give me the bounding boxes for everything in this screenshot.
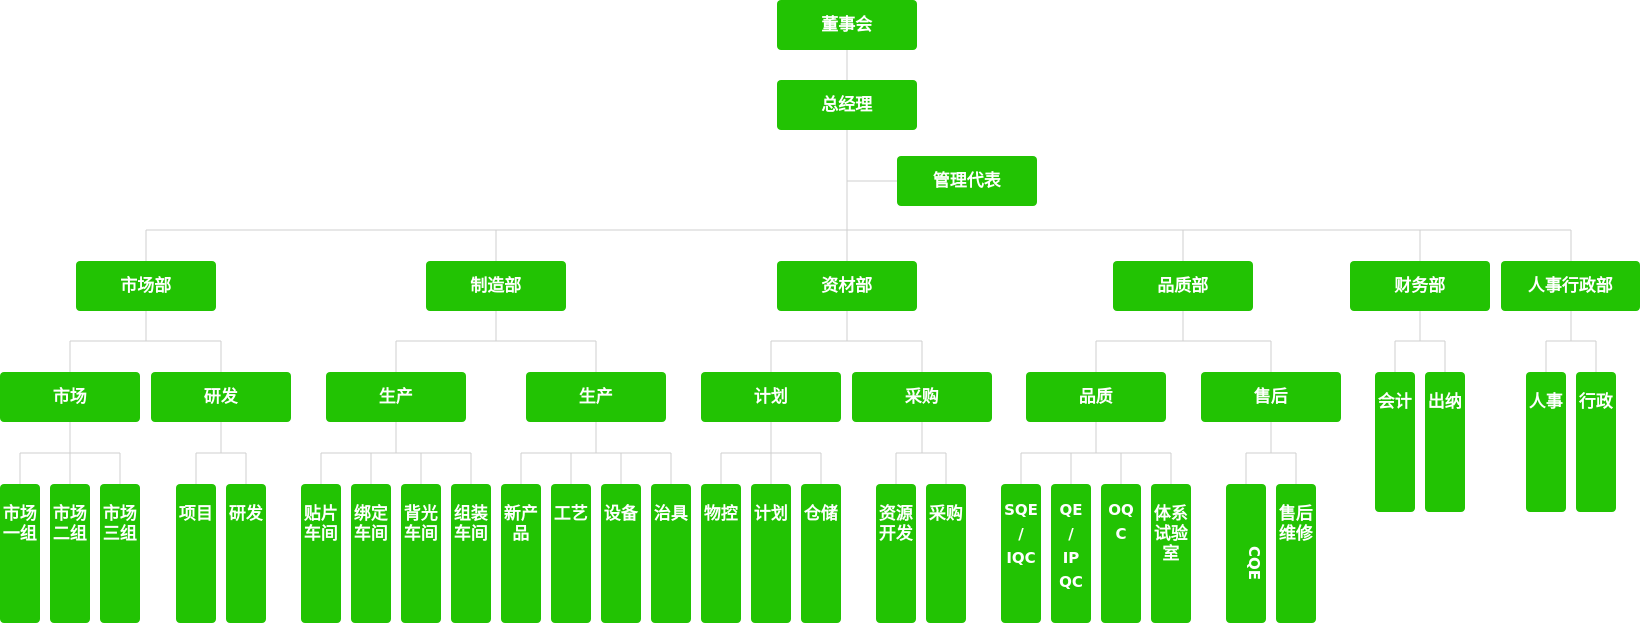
unit-market-group-3: 市场 三组 [100,484,140,623]
unit-bonding-workshop: 绑定 车间 [351,484,391,623]
unit-planning: 计划 [751,484,791,623]
unit-backlight-workshop: 背光 车间 [401,484,441,623]
unit-assembly-workshop: 组装 车间 [451,484,491,623]
dept-materials: 资材部 [777,261,917,311]
dept-market: 市场部 [76,261,216,311]
unit-fixture: 治具 [651,484,691,623]
sub-accounting: 会计 [1375,372,1415,512]
unit-new-product: 新产 品 [501,484,541,623]
sub-administration: 行政 [1576,372,1616,512]
unit-system-lab: 体系 试验 室 [1151,484,1191,623]
unit-buying: 采购 [926,484,966,623]
sub-production-1: 生产 [326,372,466,422]
unit-cqe: CQE [1226,484,1266,623]
sub-production-2: 生产 [526,372,666,422]
unit-warehouse: 仓储 [801,484,841,623]
unit-research: 研发 [226,484,266,623]
unit-smt-workshop: 贴片 车间 [301,484,341,623]
sub-after-sales: 售后 [1201,372,1341,422]
unit-sourcing: 资源 开发 [876,484,916,623]
unit-project: 项目 [176,484,216,623]
dept-manufacturing: 制造部 [426,261,566,311]
unit-qe-ipqc: QE / IP QC [1051,484,1091,623]
unit-process: 工艺 [551,484,591,623]
sub-cashier: 出纳 [1425,372,1465,512]
unit-after-sales-repair: 售后 维修 [1276,484,1316,623]
sub-purchasing: 采购 [852,372,992,422]
sub-quality: 品质 [1026,372,1166,422]
dept-finance: 财务部 [1350,261,1490,311]
dept-hr-admin: 人事行政部 [1501,261,1640,311]
unit-market-group-2: 市场 二组 [50,484,90,623]
unit-equipment: 设备 [601,484,641,623]
sub-planning: 计划 [701,372,841,422]
unit-oqc: OQ C [1101,484,1141,623]
sub-personnel: 人事 [1526,372,1566,512]
unit-material-control: 物控 [701,484,741,623]
node-management-representative: 管理代表 [897,156,1037,206]
unit-sqe-iqc: SQE / IQC [1001,484,1041,623]
node-board: 董事会 [777,0,917,50]
dept-quality: 品质部 [1113,261,1253,311]
unit-market-group-1: 市场 一组 [0,484,40,623]
node-general-manager: 总经理 [777,80,917,130]
sub-rnd: 研发 [151,372,291,422]
sub-market: 市场 [0,372,140,422]
